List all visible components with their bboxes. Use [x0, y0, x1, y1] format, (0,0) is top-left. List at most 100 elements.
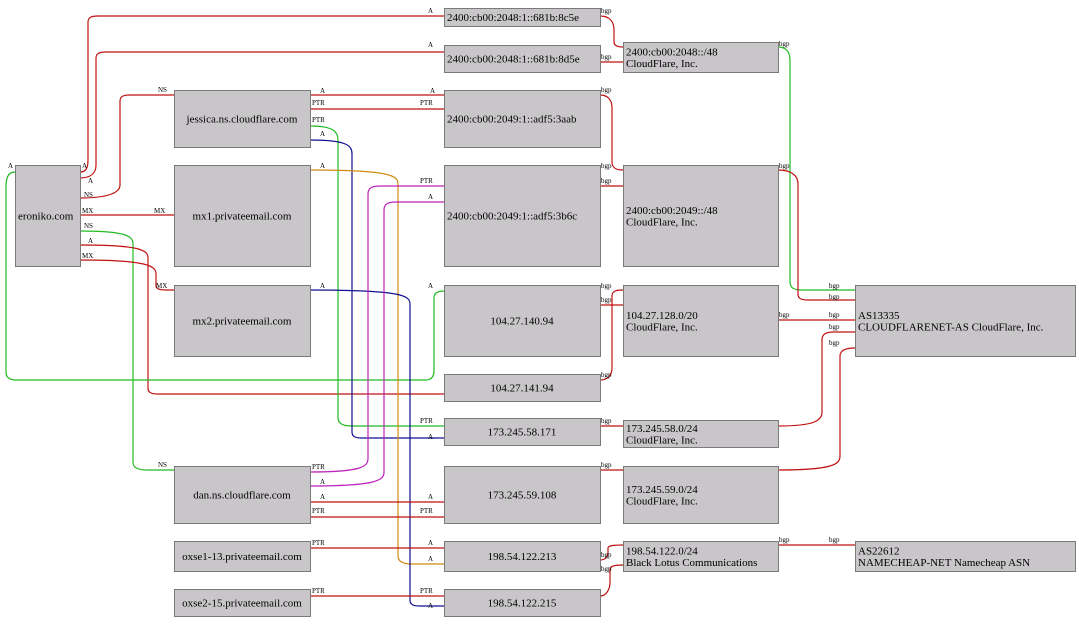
node-label: NAMECHEAP-NET Namecheap ASN: [858, 557, 1030, 569]
edge-label: A: [428, 41, 433, 49]
node-label: AS13335: [858, 310, 900, 322]
node-box: [174, 285, 311, 357]
node-label: 2400:cb00:2049:1::adf5:3b6c: [447, 211, 577, 223]
nodes: eroniko.com jessica.ns.cloudflare.com mx1.…: [15, 8, 1076, 617]
node-box: [174, 589, 311, 617]
edge-2048-bgp-as13335: [777, 46, 855, 291]
node-box: [623, 420, 779, 448]
edge-jessica-a-58: [309, 139, 444, 439]
edge-label: bgp: [829, 339, 840, 347]
edge-label: PTR: [420, 507, 433, 515]
edge-label: PTR: [312, 507, 325, 515]
node-label: 173.245.59.108: [488, 490, 557, 502]
node-jessica[interactable]: jessica.ns.cloudflare.com: [174, 90, 311, 148]
edge-label: bgp: [829, 282, 840, 290]
node-label: jessica.ns.cloudflare.com: [186, 114, 298, 126]
node-ip-141[interactable]: 104.27.141.94: [444, 374, 601, 402]
edge-label: NS: [158, 86, 167, 94]
node-ip-213[interactable]: 198.54.122.213: [444, 541, 601, 572]
edge-label: A: [88, 177, 93, 185]
node-oxse13[interactable]: oxse1-13.privateemail.com: [174, 541, 311, 572]
edge-label: A: [88, 237, 93, 245]
node-label: Black Lotus Communications: [626, 557, 757, 569]
edge-eroniko-mx-mx2: [79, 259, 174, 291]
edge-label: A: [428, 602, 433, 610]
node-ip-140[interactable]: 104.27.140.94: [444, 285, 601, 357]
edge-mx1-a-213: [309, 169, 444, 565]
node-label: 198.54.122.0/24: [626, 545, 698, 557]
edge-label: A: [320, 478, 325, 486]
edge-59-bgp-as13335: [777, 347, 856, 471]
edge-label: PTR: [312, 463, 325, 471]
node-mx1[interactable]: mx1.privateemail.com: [174, 165, 311, 267]
edge-141-bgp-104: [599, 289, 624, 381]
edge-label: MX: [154, 207, 165, 215]
node-label: 104.27.141.94: [490, 383, 554, 395]
node-mx2[interactable]: mx2.privateemail.com: [174, 285, 311, 357]
node-eroniko[interactable]: eroniko.com: [15, 165, 81, 267]
edge-label: A: [430, 87, 435, 95]
node-ip6-8d5e[interactable]: 2400:cb00:2048:1::681b:8d5e: [444, 45, 601, 73]
edge-label: bgp: [601, 162, 612, 170]
node-box: [15, 165, 81, 267]
edge-label: bgp: [779, 162, 790, 170]
edge-mx2-a-215: [309, 289, 444, 607]
node-box: [855, 285, 1076, 357]
node-ip-215[interactable]: 198.54.122.215: [444, 589, 601, 617]
edge-label: bgp: [779, 311, 790, 319]
node-ip-58[interactable]: 173.245.58.171: [444, 418, 601, 446]
edge-label: A: [428, 539, 433, 547]
node-label: 104.27.128.0/20: [626, 310, 698, 322]
node-label: 2400:cb00:2048:1::681b:8c5e: [447, 12, 579, 24]
edge-eroniko-a-8c5e: [79, 15, 444, 173]
edge-label: PTR: [312, 116, 325, 124]
edge-label: A: [428, 7, 433, 15]
node-ip6-3aab[interactable]: 2400:cb00:2049:1::adf5:3aab: [444, 90, 601, 148]
edge-label: PTR: [312, 99, 325, 107]
node-oxse15[interactable]: oxse2-15.privateemail.com: [174, 589, 311, 617]
node-ip6-8c5e[interactable]: 2400:cb00:2048:1::681b:8c5e: [444, 8, 601, 27]
edge-label: A: [428, 555, 433, 563]
edge-58-bgp-as13335: [777, 331, 855, 427]
node-label: eroniko.com: [18, 211, 74, 223]
node-box: [444, 589, 601, 617]
node-box: [444, 418, 601, 446]
edge-label: bgp: [829, 323, 840, 331]
node-label: 2400:cb00:2049::/48: [626, 205, 718, 217]
node-label: CloudFlare, Inc.: [626, 321, 698, 333]
node-label: CloudFlare, Inc.: [626, 495, 698, 507]
edge-label: bgp: [601, 565, 612, 573]
node-label: 173.245.59.0/24: [626, 484, 698, 496]
node-label: 104.27.140.94: [490, 316, 554, 328]
edge-label: A: [82, 162, 87, 170]
node-ip6-3b6c[interactable]: 2400:cb00:2049:1::adf5:3b6c: [444, 165, 601, 267]
edge-label: bgp: [601, 461, 612, 469]
edge-label: PTR: [312, 539, 325, 547]
edge-dan-ptr-3b6c: [309, 185, 444, 473]
node-label: CloudFlare, Inc.: [626, 434, 698, 446]
edge-label: PTR: [420, 99, 433, 107]
node-box: [444, 374, 601, 402]
node-box: [174, 90, 311, 148]
node-label: 2400:cb00:2049:1::adf5:3aab: [447, 114, 577, 126]
node-dan[interactable]: dan.ns.cloudflare.com: [174, 466, 311, 524]
edge-2049-bgp-as13335: [777, 169, 855, 301]
edge-eroniko-a-8d5e: [79, 51, 444, 179]
edge-label: bgp: [601, 177, 612, 185]
edges: [5, 15, 856, 607]
edge-label: MX: [82, 252, 93, 260]
edge-label: A: [320, 493, 325, 501]
node-ip-59[interactable]: 173.245.59.108: [444, 466, 601, 524]
edge-eroniko-ns-dan: [79, 230, 174, 471]
node-box: [623, 42, 779, 73]
